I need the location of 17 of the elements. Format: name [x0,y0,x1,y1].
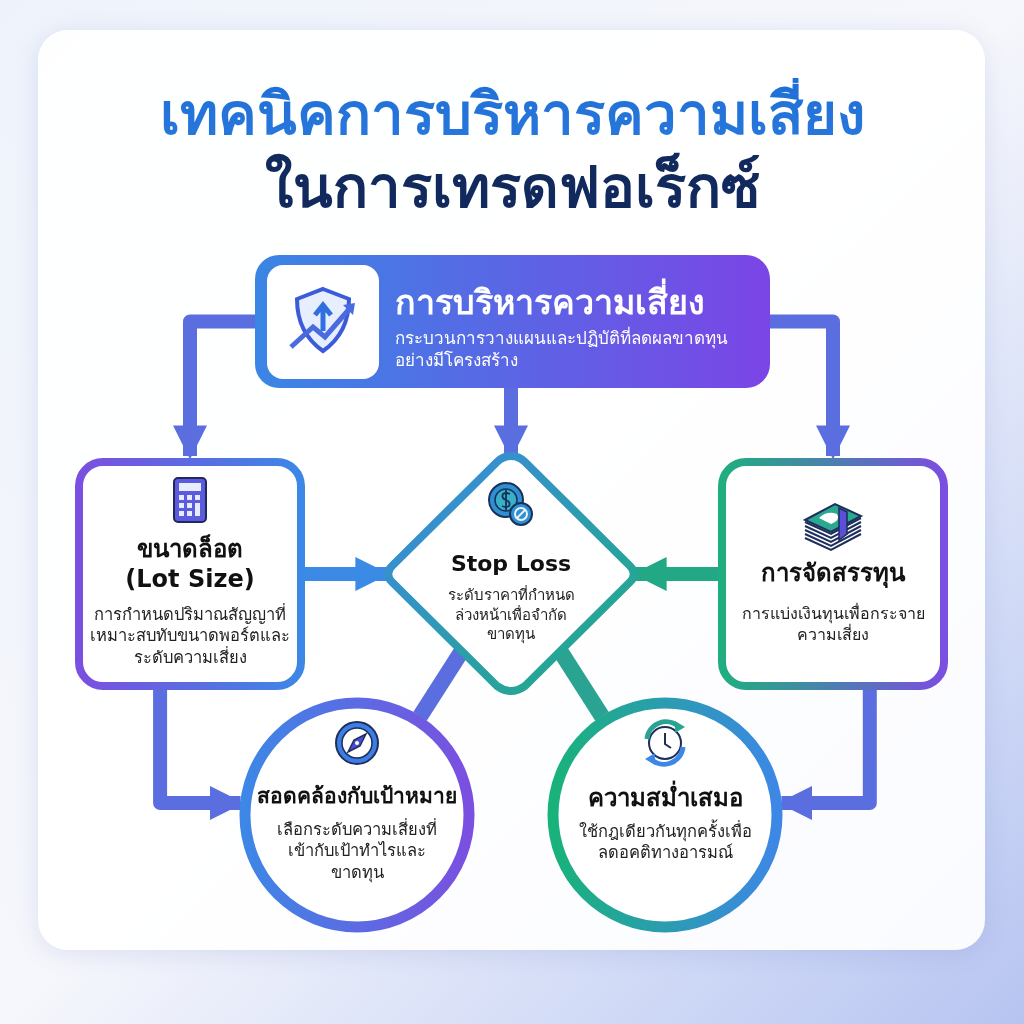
arrow [770,314,850,460]
node-description: การกำหนดปริมาณสัญญาที่เหมาะสบทับขนาดพอร์ตและระดับความเสี่ยง [89,604,291,669]
process-banner [255,255,770,388]
process-card [718,458,948,690]
node-title: การจัดสรรทุน [760,558,907,588]
node-description: กระบวนการวางแผนและปฏิบัติที่ลดผลขาดทุนอย่างมีโครงสร้าง [395,327,729,372]
node-title: Stop Loss [449,550,573,578]
node-description: เลือกระดับความเสี่ยงที่เข้ากับเป้าทำไรและขาดทุน [276,819,438,884]
arrow [173,314,255,460]
node-description: ระดับราคาที่กำหนดล่วงหน้าเพื่อจำกัดขาดทุน [446,586,576,645]
outcome-circle [239,697,475,933]
node-description: ใช้กฎเดียวกันทุกครั้งเพื่อลดอคติทางอารมณ์ [573,821,757,864]
node-description: การแบ่งเงินทุนเพื่อกระจายความเสี่ยง [740,604,926,646]
node-title: ขนาดล็อต (Lot Size) [124,534,256,594]
outcome-circle [547,697,783,933]
node-title: สอดคล้องกับเป้าหมาย [256,783,458,810]
process-card [75,458,305,690]
